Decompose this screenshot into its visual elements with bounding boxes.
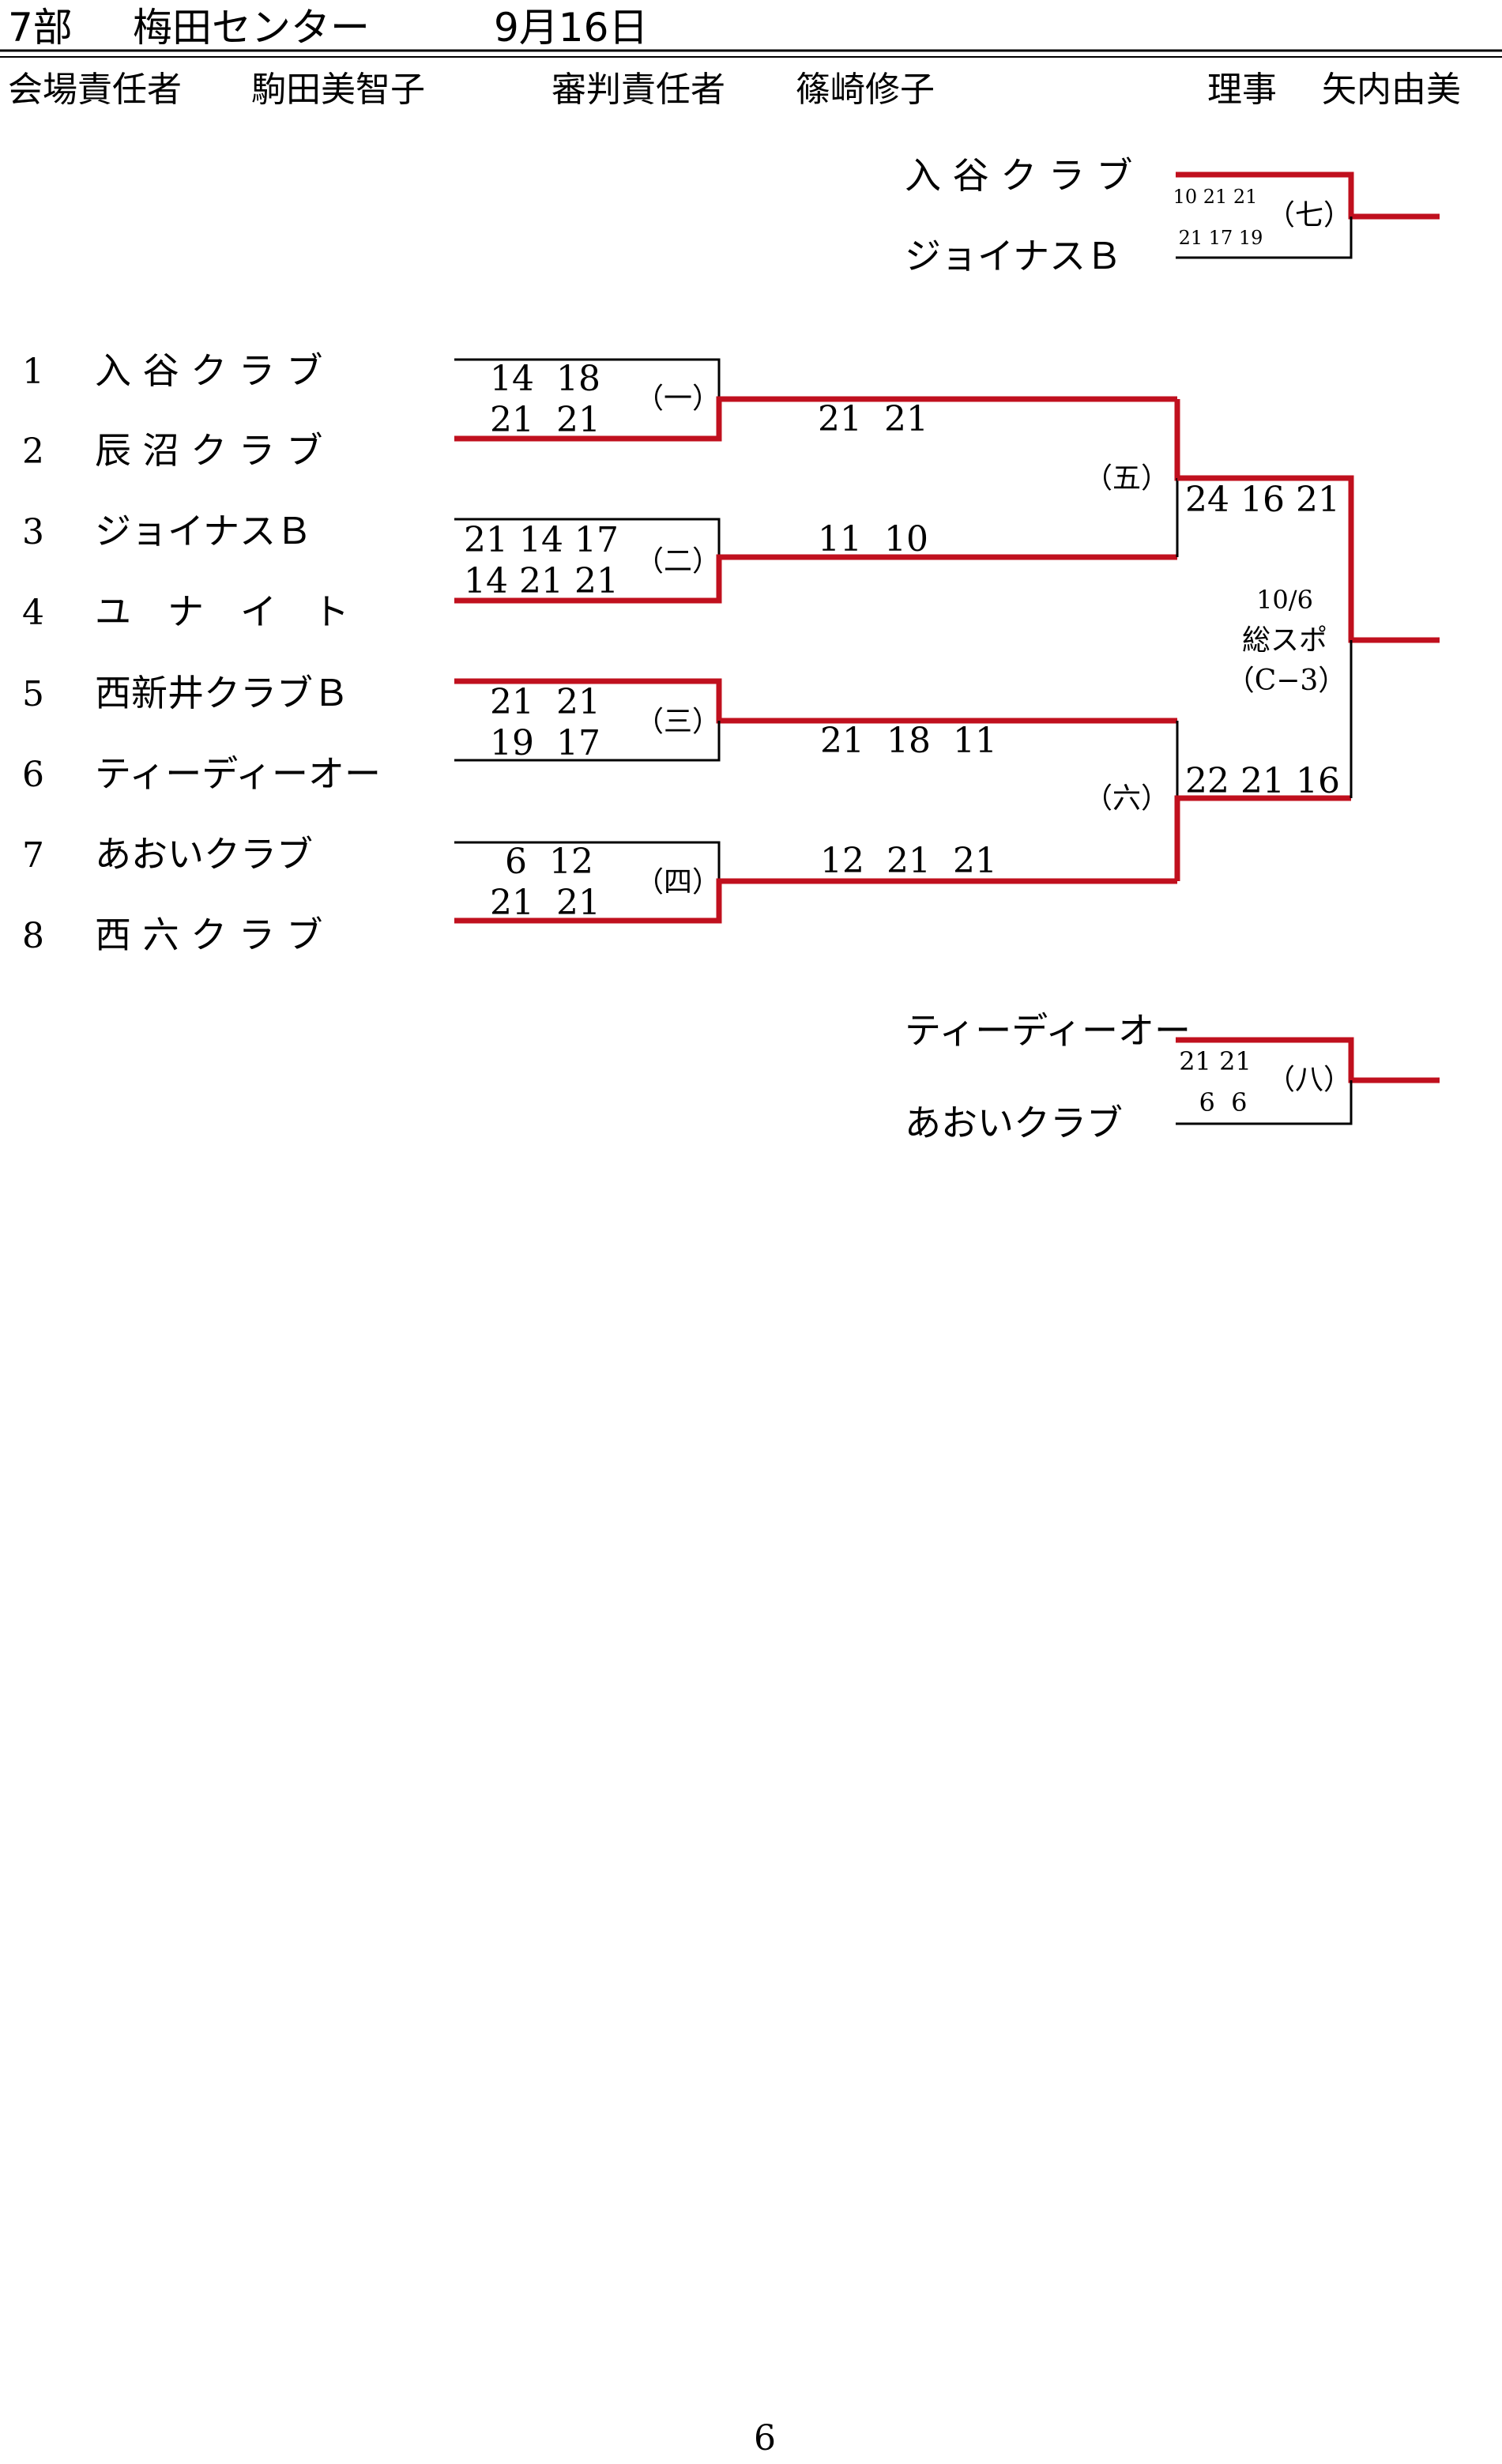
match-4-label: （四） bbox=[635, 866, 721, 899]
final-match: 24 16 21 22 21 16 10/6 総スポ （C−3） bbox=[1177, 475, 1440, 801]
match-7-label: （七） bbox=[1267, 199, 1352, 232]
match-2-score-bottom: 14 21 21 bbox=[464, 561, 619, 601]
team-list: 1 2 3 4 5 6 7 8 入 谷 ク ラ ブ 辰 沼 ク ラ ブ ジョイナ… bbox=[22, 349, 381, 956]
match-4-winner-line bbox=[454, 878, 1177, 924]
match-6-score-bottom: 12 21 21 bbox=[820, 841, 997, 881]
match-8-team-bottom: あおいクラブ bbox=[905, 1102, 1123, 1144]
venue-manager-label: 会場責任者 bbox=[8, 70, 182, 110]
director: 矢内由美 bbox=[1322, 70, 1461, 110]
match-3-winner-line bbox=[454, 678, 1177, 724]
seed-number: 6 bbox=[22, 755, 44, 795]
page-title: 7部 bbox=[8, 5, 73, 51]
match-6: 21 18 11 12 21 21 （六） bbox=[820, 721, 1351, 881]
match-2-loser-line bbox=[454, 518, 721, 561]
match-5-score-bottom: 11 10 bbox=[818, 519, 928, 559]
seed-number: 3 bbox=[22, 512, 44, 552]
match-7: 入 谷 ク ラ ブ ジョイナスＢ 10 21 21 21 17 19 （七） bbox=[905, 154, 1440, 277]
match-4-score-bottom: 21 21 bbox=[490, 883, 600, 923]
director-label: 理事 bbox=[1207, 70, 1277, 110]
match-2-label: （二） bbox=[635, 545, 721, 578]
team-name: 西新井クラブＢ bbox=[95, 672, 349, 714]
match-1: 14 18 21 21 （一） bbox=[454, 358, 1177, 442]
match-7-winner-line bbox=[1176, 171, 1440, 220]
match-3-score-top: 21 21 bbox=[490, 682, 600, 722]
team-name: ユ ナ イ ト bbox=[95, 590, 349, 633]
final-venue: 総スポ bbox=[1242, 624, 1327, 657]
match-1-loser-line bbox=[454, 358, 721, 403]
match-1-score-bottom: 21 21 bbox=[490, 400, 600, 440]
team-name: あおいクラブ bbox=[95, 833, 313, 876]
team-name: 入 谷 ク ラ ブ bbox=[95, 349, 323, 392]
team-name: 西 六 ク ラ ブ bbox=[95, 914, 323, 956]
match-7-score-bottom: 21 17 19 bbox=[1179, 227, 1263, 249]
match-8-score-top: 21 21 bbox=[1179, 1046, 1252, 1076]
match-1-label: （一） bbox=[635, 382, 721, 415]
final-date: 10/6 bbox=[1256, 585, 1313, 615]
match-7-team-top: 入 谷 ク ラ ブ bbox=[905, 154, 1133, 197]
match-5-winner-line bbox=[1174, 399, 1351, 481]
seed-number: 8 bbox=[22, 916, 44, 956]
match-3-score-bottom: 19 17 bbox=[490, 723, 600, 763]
seed-number: 5 bbox=[22, 674, 44, 714]
venue-manager: 駒田美智子 bbox=[251, 70, 425, 110]
match-2: 21 14 17 14 21 21 （二） bbox=[454, 518, 1177, 604]
match-4-score-top: 6 12 bbox=[505, 842, 593, 882]
match-3-label: （三） bbox=[635, 706, 721, 738]
match-5-label: （五） bbox=[1084, 462, 1169, 495]
seed-number: 4 bbox=[22, 593, 44, 633]
match-8-label: （八） bbox=[1267, 1064, 1352, 1096]
match-1-winner-line bbox=[454, 396, 1177, 442]
match-7-loser-line bbox=[1176, 217, 1353, 259]
final-score-top: 24 16 21 bbox=[1185, 480, 1340, 520]
seed-number: 2 bbox=[22, 431, 44, 472]
referee-manager: 篠崎修子 bbox=[796, 70, 935, 110]
team-name: ティーディーオー bbox=[95, 752, 381, 795]
match-7-team-bottom: ジョイナスＢ bbox=[905, 235, 1122, 277]
team-name: 辰 沼 ク ラ ブ bbox=[95, 429, 323, 472]
venue-name: 梅田センター bbox=[133, 5, 370, 51]
match-7-score-top: 10 21 21 bbox=[1173, 186, 1258, 208]
match-5-score-top: 21 21 bbox=[818, 399, 928, 439]
match-4: 6 12 21 21 （四） bbox=[454, 841, 1177, 924]
referee-manager-label: 審判責任者 bbox=[551, 70, 725, 110]
match-8-team-top: ティーディーオー bbox=[905, 1009, 1191, 1052]
match-3-loser-line bbox=[454, 721, 721, 762]
final-winner-line bbox=[1177, 475, 1440, 643]
team-name: ジョイナスＢ bbox=[95, 510, 312, 552]
match-6-winner-line bbox=[1174, 795, 1351, 881]
match-8: ティーディーオー あおいクラブ 21 21 6 6 （八） bbox=[905, 1009, 1440, 1144]
page-number: 6 bbox=[754, 2418, 776, 2458]
final-score-bottom: 22 21 16 bbox=[1185, 761, 1340, 801]
match-2-winner-line bbox=[454, 554, 1177, 604]
match-3: 21 21 19 17 （三） bbox=[454, 678, 1177, 763]
match-2-score-top: 21 14 17 bbox=[464, 520, 619, 560]
seed-number: 1 bbox=[22, 352, 44, 392]
match-6-score-top: 21 18 11 bbox=[820, 721, 997, 761]
final-court: （C−3） bbox=[1226, 665, 1347, 697]
seed-number: 7 bbox=[22, 835, 44, 876]
match-8-score-bottom: 6 6 bbox=[1199, 1087, 1247, 1117]
match-6-label: （六） bbox=[1084, 782, 1169, 815]
date: 9月16日 bbox=[494, 5, 648, 51]
match-8-winner-line bbox=[1176, 1037, 1440, 1083]
match-1-score-top: 14 18 bbox=[490, 359, 600, 399]
match-4-loser-line bbox=[454, 841, 721, 883]
match-8-loser-line bbox=[1176, 1080, 1353, 1125]
